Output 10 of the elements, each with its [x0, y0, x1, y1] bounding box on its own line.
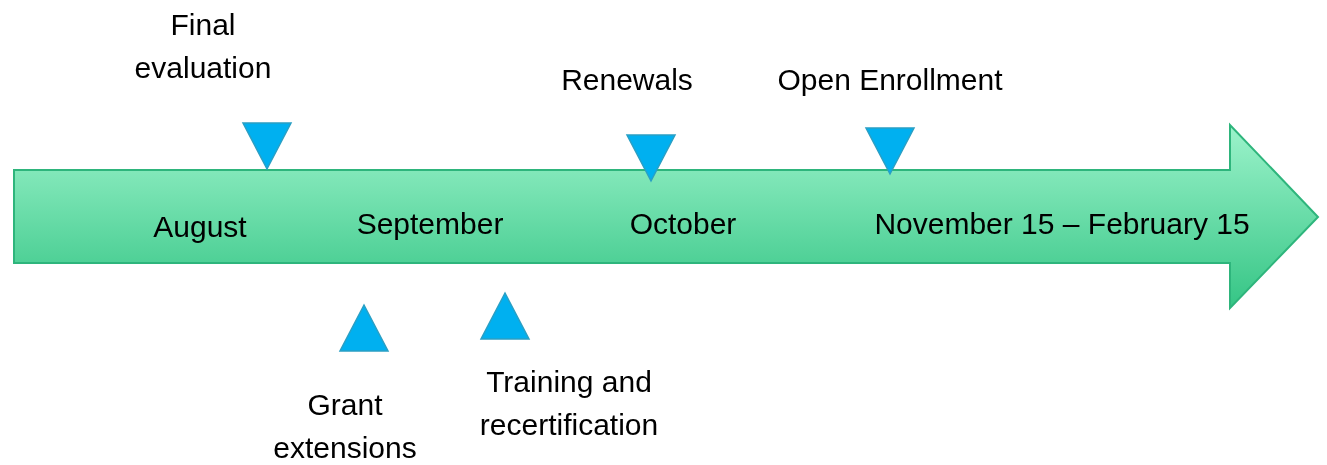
event-label: Renewals [560, 62, 694, 98]
month-label: October [629, 206, 737, 242]
event-label: Open Enrollment [776, 62, 1004, 98]
month-label: September [356, 206, 504, 242]
month-label: November 15 – February 15 [874, 206, 1250, 242]
event-label: Training and recertification [478, 364, 660, 443]
timeline-arrow [13, 122, 1320, 311]
event-label: Final evaluation [133, 7, 273, 86]
month-label: August [153, 209, 247, 245]
event-label: Grant extensions [272, 387, 418, 465]
